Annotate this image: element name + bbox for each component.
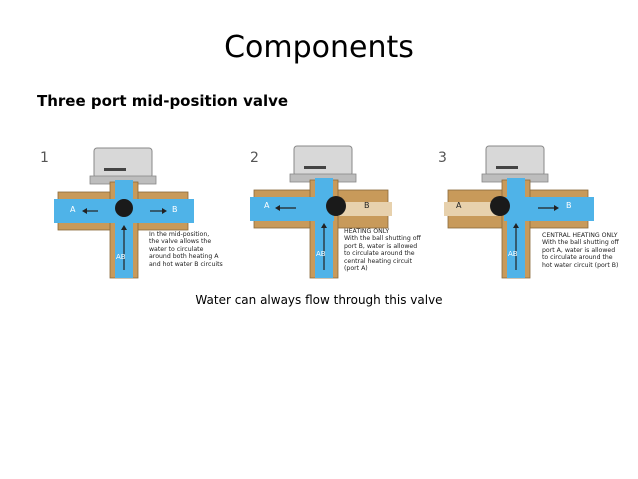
caption-text: Water can always flow through this valve — [195, 293, 443, 307]
valve-panel-1: 1 A B AB In the mid-position, the valve … — [40, 142, 230, 282]
port-ab-label: AB — [316, 250, 326, 258]
panel-note: HEATING ONLY With the ball shutting off … — [344, 228, 421, 273]
port-b-label: B — [172, 205, 178, 214]
panel-number: 2 — [250, 150, 259, 166]
port-ab-label: AB — [508, 250, 518, 258]
port-ab-label: AB — [116, 253, 126, 261]
valve-diagram — [250, 145, 392, 279]
valve-panel-3: 3 A B AB CENTRAL HEATING ONLY With the b… — [438, 142, 628, 282]
panel-note: CENTRAL HEATING ONLY With the ball shutt… — [542, 232, 619, 269]
valve-panel-2: 2 A B AB HEATING ONLY With the ball shut… — [240, 142, 430, 282]
port-b-label: B — [566, 201, 572, 210]
slide-title: Components — [224, 30, 414, 65]
slide-caption: Water can always flow through this valve — [0, 293, 638, 307]
port-a-label: A — [264, 201, 270, 210]
panel-number: 3 — [438, 150, 447, 166]
valve-diagram — [444, 145, 594, 279]
port-a-label: A — [456, 201, 462, 210]
port-a-label: A — [70, 205, 76, 214]
panel-number: 1 — [40, 150, 49, 166]
panel-note: In the mid-position, the valve allows th… — [149, 231, 223, 268]
slide-subtitle: Three port mid-position valve — [37, 92, 289, 110]
port-b-label: B — [364, 201, 370, 210]
valve-diagram — [54, 147, 194, 279]
